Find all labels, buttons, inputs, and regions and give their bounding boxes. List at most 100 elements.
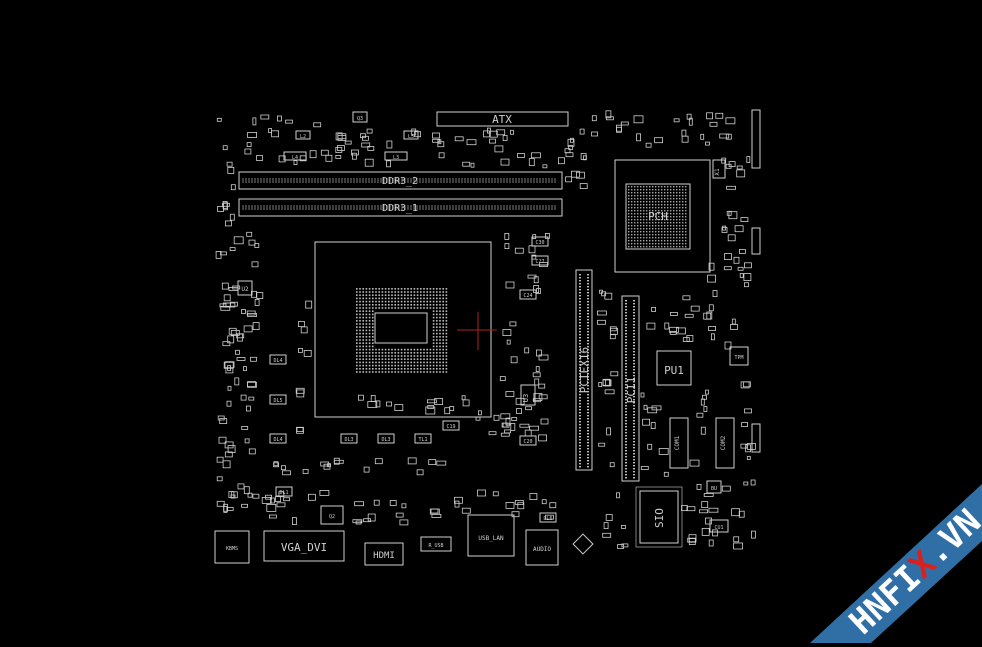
smd-part — [598, 442, 606, 447]
pch-ball — [643, 192, 645, 194]
pch-ball — [670, 207, 672, 209]
smd-part — [276, 115, 282, 122]
cpu-ball — [372, 297, 374, 300]
pcie16-pin — [579, 298, 581, 300]
cpu-ball — [356, 342, 358, 344]
smd-part — [740, 217, 749, 223]
cpu-ball — [378, 368, 380, 370]
pcie16-pin — [587, 289, 589, 291]
smd-part — [731, 318, 736, 325]
pch-ball — [670, 192, 672, 194]
smd-part — [529, 425, 539, 431]
smd-part — [229, 247, 236, 252]
pcie1-pin — [633, 300, 635, 302]
smd-part — [525, 406, 532, 411]
cpu-ball — [391, 304, 393, 306]
cpu-ball — [397, 352, 400, 354]
smd-part — [354, 501, 365, 507]
smd-part — [436, 460, 447, 466]
smd-part — [739, 249, 746, 254]
cpu-ball — [359, 352, 361, 354]
smd-part — [636, 133, 641, 142]
pch-ball — [652, 204, 654, 206]
pch-ball — [631, 225, 633, 227]
cpu-ball — [391, 352, 393, 354]
cpu-ball — [442, 307, 444, 309]
pcie16-pin — [579, 346, 581, 348]
pcie16-pin — [579, 355, 581, 357]
cpu-ball — [439, 320, 441, 322]
cpu-ball — [362, 368, 364, 370]
pch-ball — [631, 198, 633, 200]
side-header-a — [751, 227, 761, 255]
smd-part — [647, 443, 653, 450]
pcie1-pin — [633, 321, 635, 323]
smd-part — [222, 145, 228, 151]
cpu-ball — [442, 336, 444, 338]
pch-ball — [628, 228, 630, 230]
vga-dvi-connector — [263, 530, 345, 562]
pch-ball — [667, 219, 669, 221]
pch-ball — [658, 240, 660, 242]
cpu-ball — [394, 348, 396, 351]
dl4-label-b: DL4 — [273, 437, 282, 443]
smd-part — [248, 396, 255, 401]
smd-part — [229, 213, 235, 221]
cpu-ball — [368, 288, 371, 290]
pch-ball — [658, 195, 660, 197]
cpu-ball — [432, 355, 435, 357]
cpu-ball — [445, 342, 448, 344]
smd-part — [434, 398, 444, 405]
cpu-ball — [391, 288, 393, 290]
cpu-ball — [359, 291, 361, 293]
cpu-ball — [420, 300, 422, 303]
pcie16-pin — [587, 346, 589, 348]
cpu-ball — [413, 355, 416, 357]
smd-part — [395, 512, 404, 518]
smd-part — [531, 254, 537, 260]
smd-part — [721, 157, 727, 164]
pch-ball — [682, 213, 684, 215]
dl6-label: DL6 — [543, 516, 552, 522]
cpu-ball — [413, 291, 416, 293]
pch-ball — [685, 189, 687, 191]
pcie16-pin — [579, 403, 581, 405]
smd-part — [571, 170, 580, 178]
pch-ball — [661, 210, 663, 212]
watermark-ribbon: HNFIX.VN — [810, 484, 982, 643]
pch-ball — [667, 198, 669, 200]
smd-part — [669, 330, 677, 335]
pch-ball — [670, 198, 672, 200]
pch-ball — [640, 189, 642, 191]
pch-ball — [655, 246, 657, 248]
pch-ball — [628, 210, 630, 212]
cpu-ball — [378, 300, 380, 303]
dl6-part — [539, 512, 557, 523]
pcie1-pin — [625, 309, 627, 311]
cpu-ball — [423, 288, 425, 290]
pch-ball — [646, 195, 648, 197]
pcie1-pin — [633, 423, 635, 425]
pcie16-pin — [587, 451, 589, 453]
cpu-ball — [436, 310, 438, 312]
pch-ball — [676, 201, 678, 203]
cpu-ball — [356, 307, 358, 309]
pcie1-pin — [633, 411, 635, 413]
pch-ball — [685, 219, 687, 221]
cpu-ball — [365, 320, 368, 322]
cpu-ball — [400, 352, 403, 354]
pch-ball — [652, 189, 654, 191]
pcie16-pin — [579, 328, 581, 330]
pcie16-pin — [579, 340, 581, 342]
pch-ball — [631, 210, 633, 212]
cpu-ball — [400, 358, 403, 360]
pcie1-pin — [625, 303, 627, 305]
pcie16-pin — [579, 352, 581, 354]
smd-part — [494, 145, 504, 153]
cpu-ball — [407, 288, 409, 290]
pcie16-pin — [579, 370, 581, 372]
cpu-ball — [359, 355, 361, 357]
cpu-ball — [436, 320, 438, 322]
pch-ball — [637, 246, 639, 248]
